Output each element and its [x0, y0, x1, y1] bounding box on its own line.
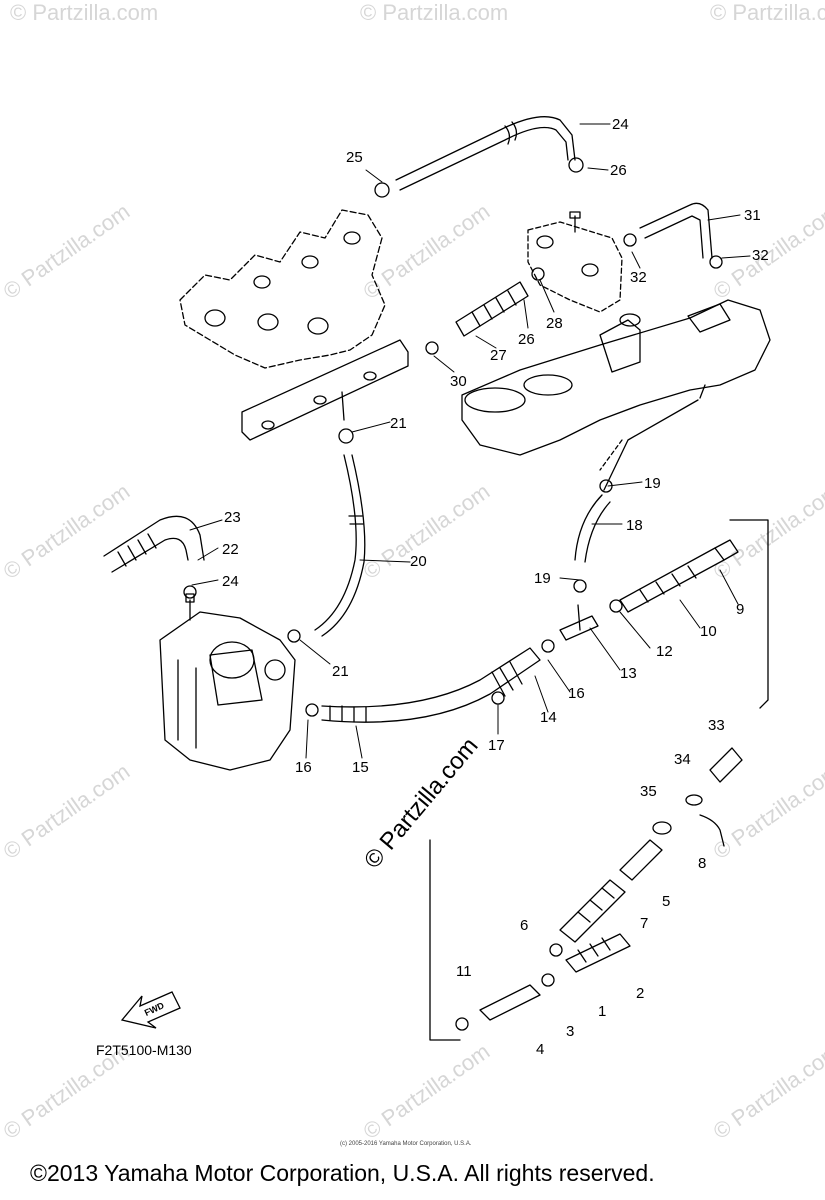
- label-24: 24: [222, 573, 239, 590]
- label-29: 28: [546, 315, 563, 332]
- watermark: © Partzilla.com: [710, 0, 825, 25]
- label-18: 18: [626, 517, 643, 534]
- hose-9-10: [619, 539, 739, 613]
- hose-18: [574, 399, 699, 563]
- label-6: 6: [520, 917, 528, 934]
- pump-assembly: [159, 593, 296, 771]
- hose-27-28: [455, 281, 529, 337]
- label-12: 12: [656, 643, 673, 660]
- label-25: 24: [612, 116, 629, 133]
- label-7: 7: [640, 915, 648, 932]
- label-22: 22: [222, 541, 239, 558]
- footer-copyright: ©2013 Yamaha Motor Corporation, U.S.A. A…: [30, 1160, 655, 1186]
- label-1: 1: [598, 1003, 606, 1020]
- label-16: 16: [295, 759, 312, 776]
- watermark: © Partzilla.com: [10, 0, 158, 25]
- reference-line: [599, 439, 623, 471]
- label-20: 20: [410, 553, 427, 570]
- label-4: 4: [536, 1041, 544, 1058]
- reference-frame-bottom: [429, 839, 461, 1041]
- hose-20: [314, 454, 366, 637]
- label-21: 21: [332, 663, 349, 680]
- label-35: 35: [640, 783, 657, 800]
- label-27: 26: [518, 331, 535, 348]
- leader-lines: [189, 123, 751, 759]
- label-5: 5: [662, 893, 670, 910]
- label-19: 19: [644, 475, 661, 492]
- label-16: 16: [568, 685, 585, 702]
- figure-code: F2T5100-M130: [96, 1042, 192, 1058]
- hose-25: [395, 116, 576, 191]
- label-13: 13: [620, 665, 637, 682]
- diagram-watermark: © Partzilla.com: [359, 733, 484, 874]
- label-23: 23: [224, 509, 241, 526]
- label-14: 14: [540, 709, 557, 726]
- watermark: © Partzilla.com: [360, 0, 508, 25]
- label-32: 32: [630, 269, 647, 286]
- hose-elbow-23: [103, 515, 205, 573]
- label-26: 25: [346, 149, 363, 166]
- watermark: © Partzilla.com: [0, 759, 134, 865]
- watermark: © Partzilla.com: [0, 479, 134, 585]
- label-19: 19: [534, 570, 551, 587]
- label-2: 2: [636, 985, 644, 1002]
- label-8: 8: [698, 855, 706, 872]
- watermark: © Partzilla.com: [359, 1039, 495, 1145]
- label-30: 30: [450, 373, 467, 390]
- reference-frame-right: [729, 519, 769, 709]
- label-31: 31: [744, 207, 761, 224]
- engine-block: [461, 299, 771, 456]
- label-34: 34: [674, 751, 691, 768]
- hose-15-14: [321, 647, 541, 723]
- small-copyright: (c) 2005-2016 Yamaha Motor Corporation, …: [340, 1141, 472, 1147]
- label-3: 3: [566, 1023, 574, 1040]
- watermark: © Partzilla.com: [709, 1039, 825, 1145]
- label-28: 27: [490, 347, 507, 364]
- lower-hose-assembly: [479, 747, 743, 1021]
- label-17: 17: [488, 737, 505, 754]
- label-9: 9: [736, 601, 744, 618]
- fwd-arrow: FWD: [120, 991, 181, 1029]
- watermark: © Partzilla.com: [0, 199, 134, 305]
- label-26: 26: [610, 162, 627, 179]
- watermark: © Partzilla.com: [709, 479, 825, 585]
- tee-fitting-13: [559, 604, 599, 641]
- label-11: 11: [456, 963, 472, 980]
- label-10: 10: [700, 623, 717, 640]
- exhaust-manifold: [179, 209, 386, 369]
- part-labels: 24 25 26 31 32 32 26 28 27 30 21 19 18 2…: [222, 116, 769, 1058]
- thermostat-housing: [527, 211, 623, 313]
- label-33: 33: [708, 717, 725, 734]
- clamp-group: [183, 157, 723, 1031]
- water-jacket-cover: [241, 339, 409, 441]
- hose-31: [639, 202, 713, 259]
- label-15: 15: [352, 759, 369, 776]
- label-32: 32: [752, 247, 769, 264]
- watermark: © Partzilla.com: [709, 759, 825, 865]
- label-21: 21: [390, 415, 407, 432]
